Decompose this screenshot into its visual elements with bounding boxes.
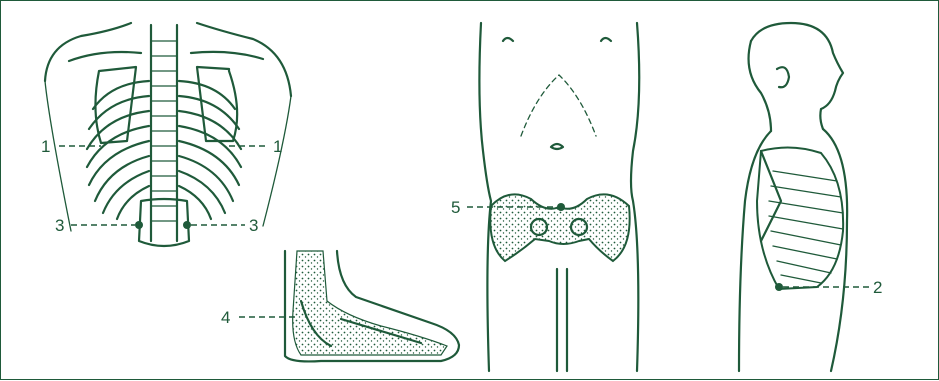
label-5: 5 bbox=[451, 198, 460, 217]
label-1-right: 1 bbox=[273, 137, 282, 156]
side-profile-figure bbox=[739, 23, 847, 371]
foot-skeleton-figure bbox=[285, 251, 459, 361]
label-4: 4 bbox=[221, 308, 230, 327]
front-torso-figure bbox=[479, 23, 639, 371]
back-skeleton-figure bbox=[45, 23, 291, 246]
label-3-left: 3 bbox=[55, 216, 64, 235]
label-2: 2 bbox=[873, 278, 882, 297]
label-1-left: 1 bbox=[41, 137, 50, 156]
label-3-right: 3 bbox=[249, 216, 258, 235]
